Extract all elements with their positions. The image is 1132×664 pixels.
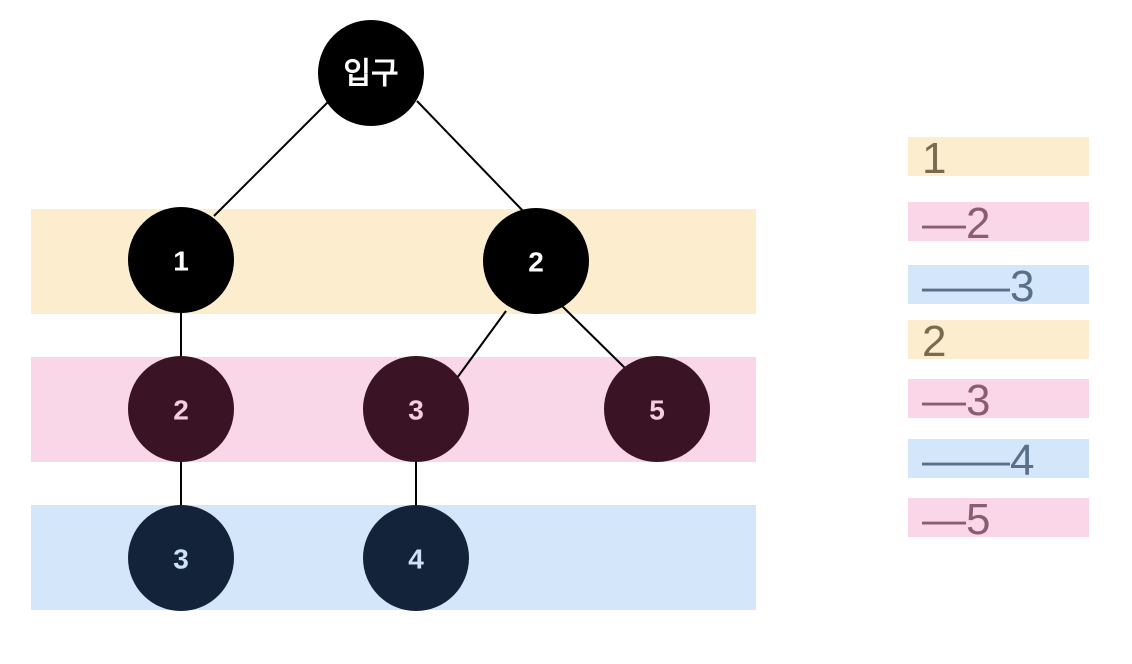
node-circle — [604, 356, 710, 462]
root-node-label: 입구 — [343, 57, 398, 92]
edge-node-2-to-node-5 — [561, 305, 628, 371]
level-3-node: 4 — [363, 505, 469, 611]
node-circle — [363, 505, 469, 611]
node-label: 3 — [408, 395, 424, 426]
level-2-node: 3 — [363, 356, 469, 462]
legend-item-level-2: —2 — [908, 202, 1089, 246]
node-circle — [483, 208, 589, 314]
level-1-node: 2 — [483, 208, 589, 314]
edge-root-to-node-2 — [416, 100, 525, 213]
legend-item-level-2: —5 — [908, 498, 1089, 542]
tree-edges — [180, 100, 628, 506]
legend-item-level-3: ——4 — [908, 439, 1089, 483]
node-label: 5 — [649, 395, 665, 426]
level-2-node: 5 — [604, 356, 710, 462]
legend-item-level-2: —3 — [908, 379, 1089, 423]
node-label: 2 — [528, 247, 544, 278]
root-node-circle — [318, 20, 424, 126]
legend-item-level-1: 1 — [908, 137, 1089, 181]
node-circle — [128, 356, 234, 462]
node-circle — [128, 207, 234, 313]
node-label: 2 — [173, 395, 189, 426]
node-label: 1 — [173, 246, 189, 277]
root-node: 입구 — [318, 20, 424, 126]
node-label: 3 — [173, 544, 189, 575]
node-circle — [363, 356, 469, 462]
node-circle — [128, 505, 234, 611]
level-2-node: 2 — [128, 356, 234, 462]
level-3-node: 3 — [128, 505, 234, 611]
edge-node-2-to-node-3 — [456, 310, 507, 379]
legend-item-level-3: ——3 — [908, 265, 1089, 309]
node-label: 4 — [408, 544, 424, 575]
level-1-node: 1 — [128, 207, 234, 313]
legend-item-level-1: 2 — [908, 320, 1089, 364]
edge-root-to-node-1 — [213, 100, 330, 217]
